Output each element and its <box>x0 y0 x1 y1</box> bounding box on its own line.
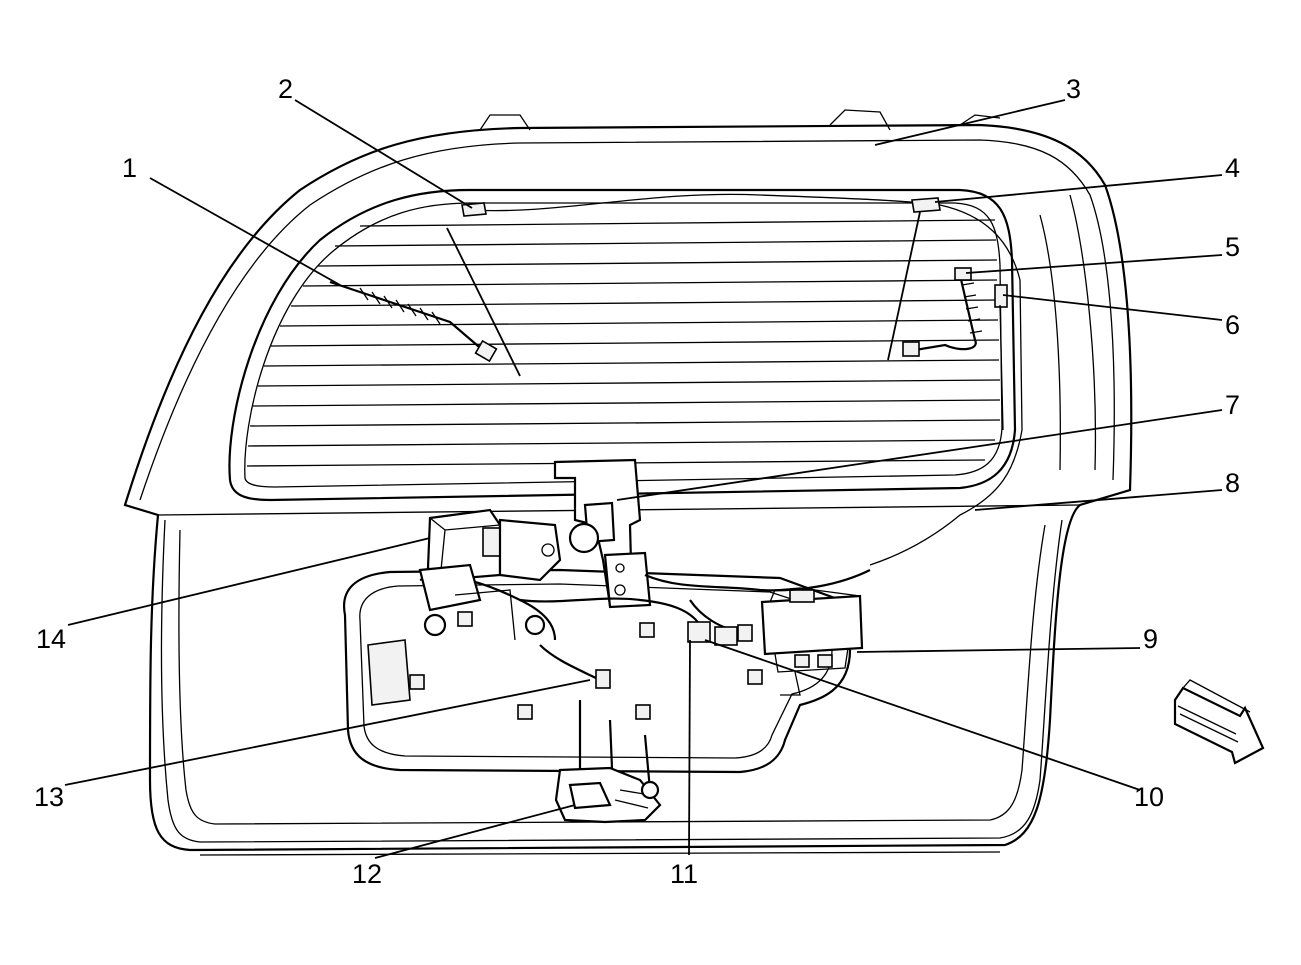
callout-leaders <box>64 99 1223 859</box>
callout-12: 12 <box>352 859 382 889</box>
callout-2: 2 <box>278 74 293 104</box>
callout-9: 9 <box>1143 624 1158 654</box>
forward-direction-arrow-icon <box>1173 679 1265 765</box>
callout-4: 4 <box>1225 153 1240 183</box>
callout-3: 3 <box>1066 74 1081 104</box>
callout-8: 8 <box>1225 468 1240 498</box>
callout-7: 7 <box>1225 390 1240 420</box>
liftgate-latch-bracket <box>553 458 652 609</box>
power-liftgate-module <box>760 587 864 696</box>
defog-feed-wire-right <box>902 267 1008 431</box>
callout-5: 5 <box>1225 232 1240 262</box>
callout-10: 10 <box>1134 782 1164 812</box>
callout-6: 6 <box>1225 310 1240 340</box>
liftgate-control-module <box>426 508 562 582</box>
callout-labels: 1 2 3 4 5 6 7 8 9 10 11 12 13 14 <box>34 74 1240 889</box>
window-frame-harness <box>461 193 1023 566</box>
callout-14: 14 <box>36 624 66 654</box>
liftgate-latch-assembly <box>554 700 662 824</box>
callout-11: 11 <box>670 859 698 889</box>
callout-13: 13 <box>34 782 64 812</box>
defog-ground-wire-left <box>329 280 498 363</box>
liftgate-harness-right <box>644 569 871 646</box>
rear-window-glass <box>228 188 1017 502</box>
wiper-motor-harness-left <box>418 563 701 689</box>
callout-1: 1 <box>122 153 137 183</box>
